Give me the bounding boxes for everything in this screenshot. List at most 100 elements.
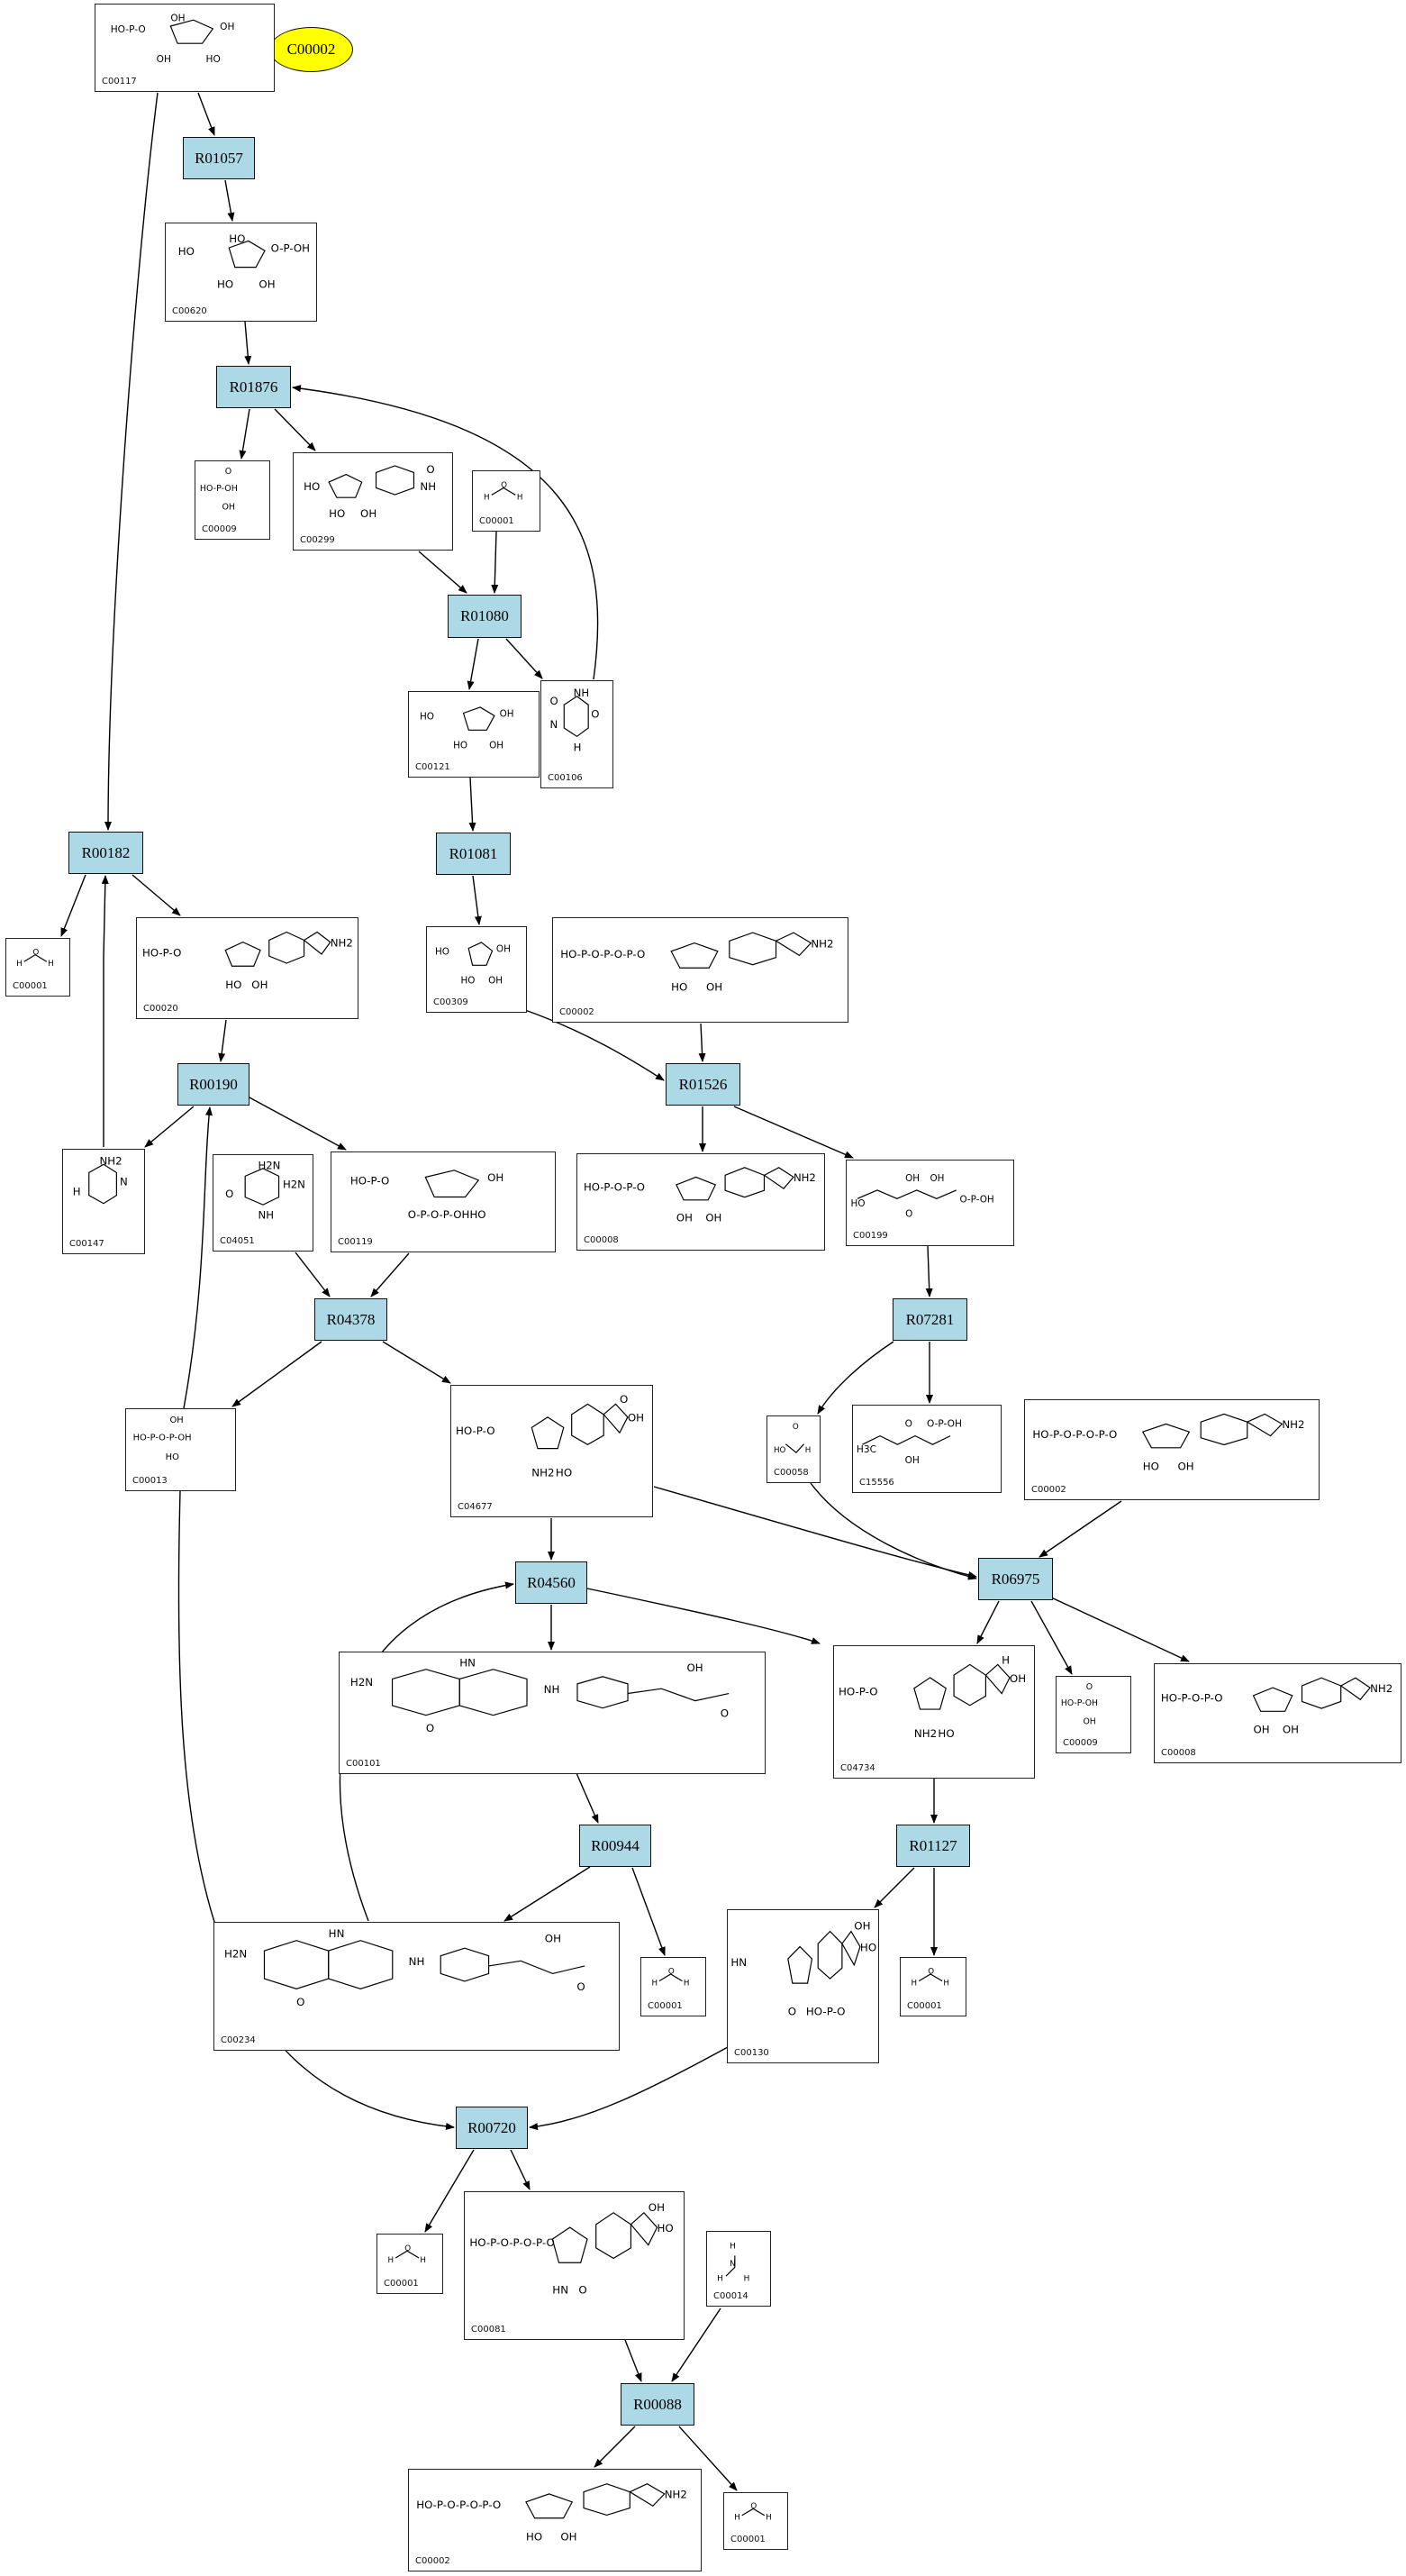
- reaction-node-r01127[interactable]: R01127: [896, 1825, 970, 1867]
- reaction-node-r01876[interactable]: R01876: [216, 366, 291, 408]
- bond-line: [603, 1403, 629, 1434]
- reaction-node-r01080[interactable]: R01080: [448, 595, 522, 638]
- atom-label: O: [426, 463, 434, 476]
- reaction-node-r00720[interactable]: R00720: [456, 2107, 528, 2149]
- atom-label: HO: [657, 2222, 673, 2235]
- edge-arrow: [224, 179, 235, 222]
- reaction-node-r00190[interactable]: R00190: [177, 1063, 249, 1106]
- bond-line: [1339, 1677, 1371, 1701]
- atom-label: H3C: [857, 1444, 876, 1455]
- reaction-node-r06975[interactable]: R06975: [978, 1558, 1053, 1600]
- reaction-node-r07281[interactable]: R07281: [893, 1298, 967, 1341]
- atom-label: H: [912, 1979, 918, 1988]
- atom-label: HO: [435, 946, 449, 957]
- atom-label: OH: [1010, 1672, 1026, 1685]
- highlighted-compound-tag[interactable]: C00002: [269, 27, 353, 72]
- reaction-node-r00182[interactable]: R00182: [68, 832, 143, 874]
- reaction-node-r01081[interactable]: R01081: [436, 833, 511, 875]
- atom-label: OH: [496, 944, 511, 955]
- bond-line: [630, 2211, 658, 2246]
- edge-arrow: [183, 1106, 213, 1409]
- bond-line: [440, 1947, 490, 1982]
- reaction-node-r01526[interactable]: R01526: [666, 1063, 740, 1106]
- reaction-node-r00088[interactable]: R00088: [621, 2383, 694, 2426]
- atom-label: H: [388, 2256, 395, 2265]
- reaction-node-r04560[interactable]: R04560: [515, 1561, 587, 1604]
- edge-arrow: [101, 875, 109, 1147]
- atom-label: O: [668, 1968, 675, 1977]
- reaction-node-r01057[interactable]: R01057: [183, 137, 255, 179]
- bond-line: [741, 2508, 766, 2517]
- atom-label: H2N: [350, 1676, 373, 1689]
- compound-id: C00001: [384, 2279, 419, 2289]
- edge-arrow: [510, 2149, 531, 2190]
- atom-label: OH: [686, 1661, 703, 1674]
- atom-label: HO: [206, 54, 221, 65]
- bond-line: [841, 1930, 861, 1967]
- edge-arrow: [624, 2339, 642, 2382]
- atom-label: HN: [552, 2283, 568, 2296]
- atom-label: O: [905, 1208, 912, 1219]
- bond-line: [1301, 1677, 1342, 1709]
- compound-id: C00101: [346, 1759, 381, 1769]
- compound-id: C00147: [69, 1239, 104, 1249]
- atom-label: OH: [222, 503, 235, 513]
- atom-label: OH: [706, 981, 722, 994]
- atom-label: O: [404, 2244, 411, 2253]
- atom-label: OH: [251, 979, 268, 991]
- edge-arrow: [976, 1600, 1000, 1644]
- atom-label: HO-P-O: [839, 1685, 878, 1698]
- atom-label: H: [1002, 1653, 1010, 1666]
- compound-id: C00130: [734, 2048, 769, 2058]
- edge-arrow: [529, 2046, 729, 2131]
- reaction-node-r00944[interactable]: R00944: [579, 1825, 651, 1867]
- bond-line: [328, 1940, 394, 1989]
- atom-label: O: [32, 948, 39, 957]
- atom-label: HN: [329, 1927, 345, 1940]
- atom-label: OH: [259, 278, 275, 291]
- atom-label: O: [225, 1188, 233, 1200]
- reaction-node-r04378[interactable]: R04378: [314, 1298, 387, 1341]
- compound-id: C00001: [479, 516, 514, 526]
